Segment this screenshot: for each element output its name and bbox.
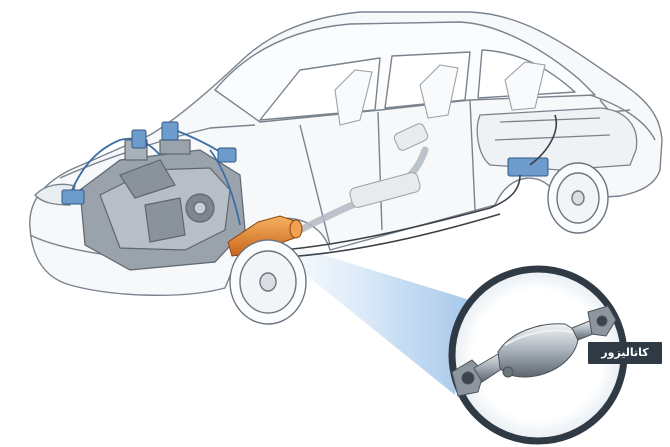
catalytic-converter-in-car — [227, 215, 303, 257]
catalytic-converter-detail — [451, 305, 617, 397]
engine — [79, 139, 246, 271]
catalytic-converter-label: کاتالیزور — [588, 342, 662, 364]
front-wheel — [229, 239, 307, 325]
seats — [334, 61, 546, 126]
callout-beam — [290, 248, 470, 395]
rear-wheel — [547, 162, 609, 234]
fuel-tank — [476, 107, 638, 171]
oxygen-sensors — [61, 121, 549, 205]
